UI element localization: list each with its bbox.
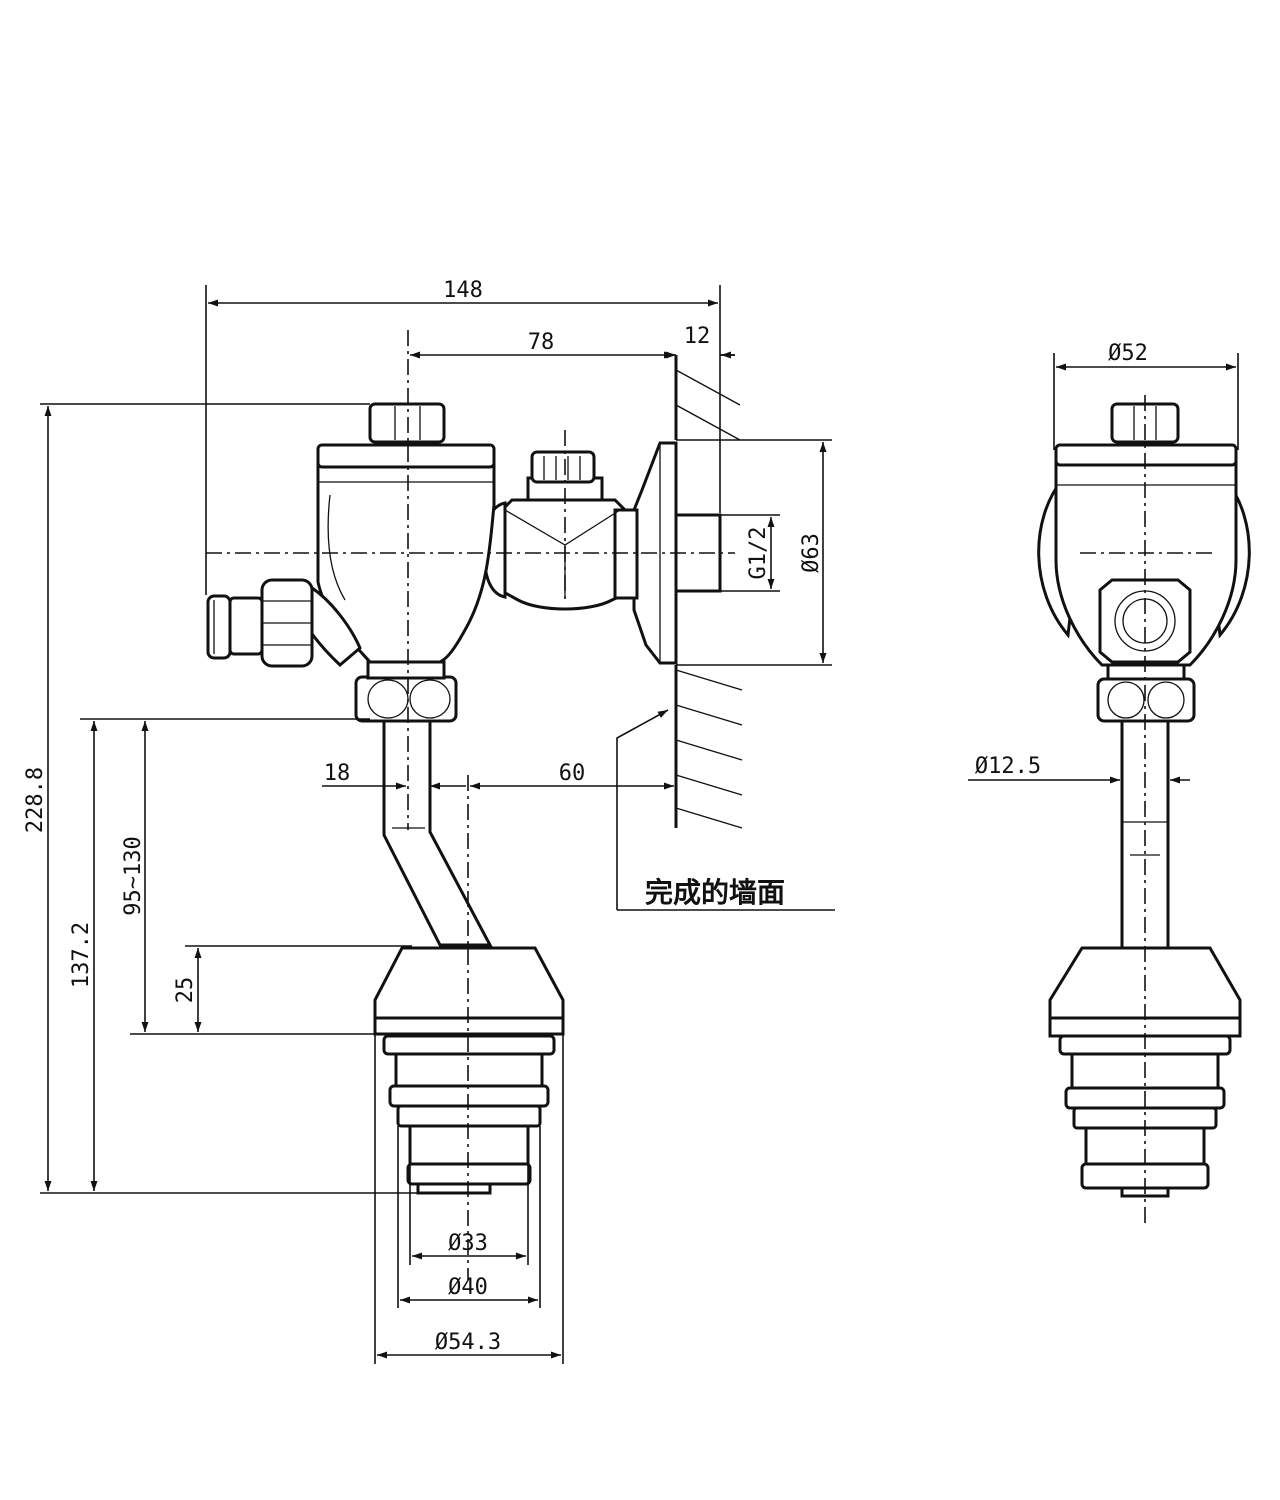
wall-label: 完成的墙面 xyxy=(645,876,785,909)
offset-pipe xyxy=(382,719,493,947)
dim-d33: Ø33 xyxy=(448,1231,488,1256)
dim-d54-3: Ø54.3 xyxy=(435,1330,501,1355)
dim-25: 25 xyxy=(173,977,198,1004)
finished-wall xyxy=(674,355,743,829)
outlet-assembly xyxy=(373,946,565,1195)
dim-d40: Ø40 xyxy=(448,1275,488,1300)
side-view: 148 78 12 G1/2 Ø63 18 60 完成的墙面 228.8 137… xyxy=(23,278,835,1364)
side-centerlines xyxy=(206,330,735,1280)
dim-148: 148 xyxy=(443,278,483,303)
flush-handle xyxy=(206,578,362,668)
dim-d63: Ø63 xyxy=(799,533,824,573)
dim-g12: G1/2 xyxy=(746,527,771,580)
side-dimensions xyxy=(40,285,835,1364)
side-dimension-labels: 148 78 12 G1/2 Ø63 18 60 完成的墙面 228.8 137… xyxy=(23,278,824,1355)
dim-d12-5: Ø12.5 xyxy=(975,754,1041,779)
dim-d52: Ø52 xyxy=(1108,341,1148,366)
dim-228-8: 228.8 xyxy=(23,767,48,833)
dim-137-2: 137.2 xyxy=(69,922,94,988)
dim-18: 18 xyxy=(324,761,351,786)
front-union-nut xyxy=(1096,663,1196,723)
dim-78: 78 xyxy=(528,330,555,355)
front-valve-body xyxy=(1037,402,1251,667)
dim-12: 12 xyxy=(684,324,711,349)
front-centerlines xyxy=(1080,395,1212,1225)
dim-60: 60 xyxy=(559,761,586,786)
front-dimensions: Ø52 Ø12.5 xyxy=(968,341,1239,784)
front-view: Ø52 Ø12.5 xyxy=(968,341,1251,1225)
union-nut xyxy=(354,660,458,723)
dim-95-130: 95~130 xyxy=(121,836,146,915)
inlet-body xyxy=(482,450,639,611)
